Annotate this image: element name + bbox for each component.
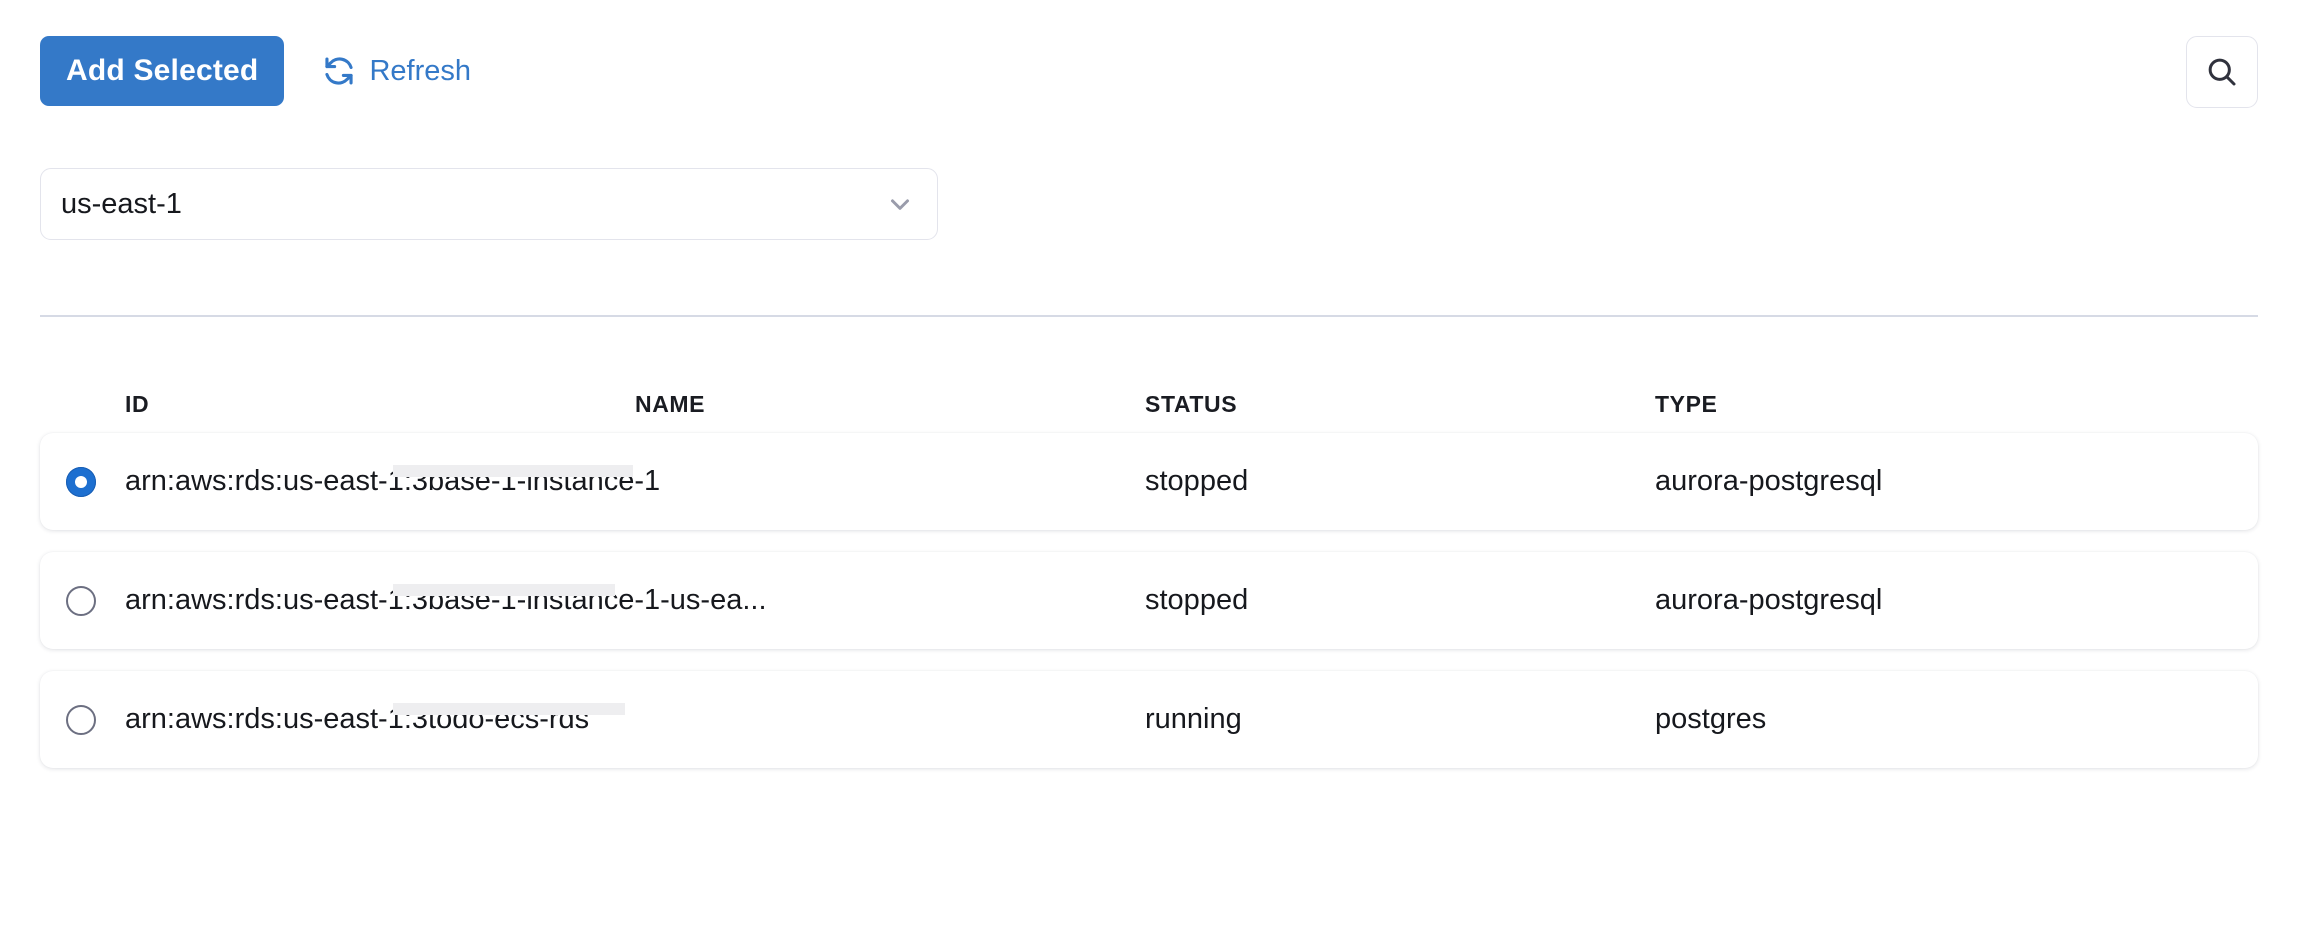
table-header-name: NAME bbox=[635, 390, 706, 417]
row-type-cell: aurora-postgresql bbox=[1655, 584, 1883, 616]
toolbar-actions: Add Selected Refresh bbox=[40, 36, 471, 106]
row-id-cell: arn:aws:rds:us-east-1:3base-1-instance-1… bbox=[125, 584, 1145, 617]
region-select-value: us-east-1 bbox=[61, 187, 182, 220]
row-id-prefix: arn:aws:rds:us-east-1:3 bbox=[125, 703, 429, 735]
row-status-cell: stopped bbox=[1145, 465, 1249, 497]
row-radio[interactable] bbox=[66, 704, 96, 735]
table-row[interactable]: arn:aws:rds:us-east-1:3base-1-instance-1… bbox=[40, 552, 2258, 649]
row-id-suffix: todo-ecs-rds bbox=[428, 703, 590, 735]
row-select-cell bbox=[40, 585, 125, 616]
chevron-down-icon bbox=[885, 189, 915, 219]
row-select-cell bbox=[40, 466, 125, 497]
section-divider bbox=[40, 315, 2258, 317]
resources-table: ID NAME STATUS TYPE arn:aws:rds:us-east-… bbox=[40, 375, 2258, 790]
refresh-icon bbox=[322, 54, 356, 88]
table-header-type: TYPE bbox=[1655, 390, 1718, 417]
row-radio[interactable] bbox=[66, 585, 96, 616]
region-select[interactable]: us-east-1 bbox=[40, 168, 938, 240]
row-id-cell: arn:aws:rds:us-east-1:3todo-ecs-rds bbox=[125, 703, 1145, 736]
table-header-status: STATUS bbox=[1145, 390, 1238, 417]
row-type-cell: postgres bbox=[1655, 703, 1767, 735]
row-status-cell: running bbox=[1145, 703, 1242, 735]
row-id-prefix: arn:aws:rds:us-east-1:3 bbox=[125, 584, 429, 616]
row-id-suffix: base-1-instance-1-us-ea... bbox=[428, 584, 767, 616]
table-header-row: ID NAME STATUS TYPE bbox=[40, 375, 2258, 433]
row-status-cell: stopped bbox=[1145, 584, 1249, 616]
table-row[interactable]: arn:aws:rds:us-east-1:3todo-ecs-rds runn… bbox=[40, 671, 2258, 768]
row-id-cell: arn:aws:rds:us-east-1:3base-1-instance-1 bbox=[125, 465, 1145, 498]
toolbar: Add Selected Refresh bbox=[0, 0, 2298, 120]
row-id-prefix: arn:aws:rds:us-east-1:3 bbox=[125, 465, 429, 497]
refresh-label: Refresh bbox=[369, 54, 471, 87]
add-selected-button[interactable]: Add Selected bbox=[40, 36, 285, 106]
row-type-cell: aurora-postgresql bbox=[1655, 465, 1883, 497]
table-row[interactable]: arn:aws:rds:us-east-1:3base-1-instance-1… bbox=[40, 433, 2258, 530]
row-select-cell bbox=[40, 704, 125, 735]
refresh-button[interactable]: Refresh bbox=[322, 54, 471, 88]
region-selector: us-east-1 bbox=[40, 168, 938, 240]
row-radio[interactable] bbox=[66, 466, 96, 497]
search-button[interactable] bbox=[2186, 36, 2258, 108]
table-header-id: ID bbox=[125, 390, 150, 417]
search-icon bbox=[2208, 58, 2236, 86]
row-id-suffix: base-1-instance-1 bbox=[428, 465, 661, 497]
